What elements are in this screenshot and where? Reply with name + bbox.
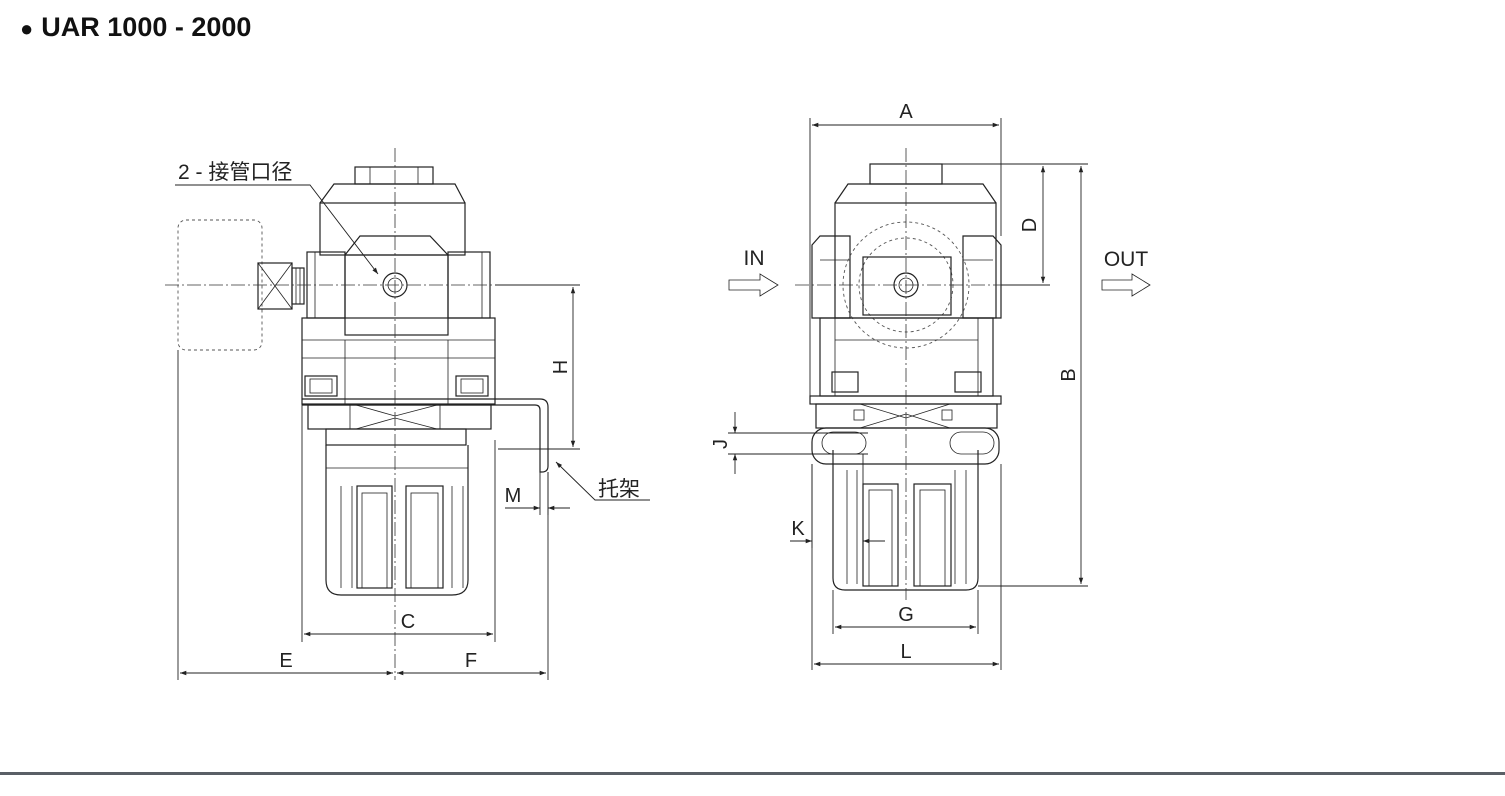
side-lower-body [809,317,1002,405]
dim-C-label: C [401,611,415,633]
dim-B-label: B [1058,368,1080,381]
side-upper-body [811,202,1002,349]
inlet-arrow: IN [728,247,779,297]
inlet-label: IN [744,247,765,270]
gauge-fitting [257,262,305,310]
dim-L: L [811,464,1002,670]
dim-L-label: L [900,641,911,663]
dim-A: A [809,101,1002,396]
dim-B: B [978,165,1088,587]
front-view: 2 - 接管口径 托架 H M C [165,148,650,680]
side-top-cap [834,163,997,204]
dim-J: J [710,412,868,474]
dim-K: K [790,454,885,548]
lower-body [301,317,496,405]
dim-G: G [832,590,979,634]
dim-E-F: E F [177,350,549,680]
outlet-arrow: OUT [1101,248,1151,297]
dim-A-label: A [899,101,913,123]
port-leader [175,184,379,275]
dim-M: M [505,472,570,515]
dim-J-label: J [710,439,732,449]
dim-M-label: M [505,485,522,507]
gauge-port-face [862,256,952,316]
port-callout-label: 2 - 接管口径 [178,161,292,184]
title-bullet: ● [20,16,34,41]
dim-C: C [301,404,496,642]
dim-K-label: K [791,518,805,540]
side-view: IN OUT A D B [710,101,1151,670]
top-cap [319,166,466,204]
side-lock-nut [815,403,998,429]
dim-F-label: F [465,650,477,672]
dim-H-label: H [550,360,572,374]
bracket-leader [555,461,650,501]
title-text: UAR 1000 - 2000 [41,12,252,42]
dim-D: D [942,163,1088,286]
page-title: ● UAR 1000 - 2000 [20,12,251,43]
bracket-callout-label: 托架 [598,478,640,501]
dim-H: H [495,284,580,450]
bracket [302,398,549,473]
side-adjust-knob [832,450,979,591]
dim-G-label: G [898,604,914,626]
adjust-knob [325,445,469,596]
upper-body [306,202,491,336]
dim-D-label: D [1019,218,1041,232]
bottom-divider [0,772,1505,775]
lock-nut [307,404,492,446]
dim-E-label: E [279,650,292,672]
outlet-label: OUT [1104,248,1149,271]
